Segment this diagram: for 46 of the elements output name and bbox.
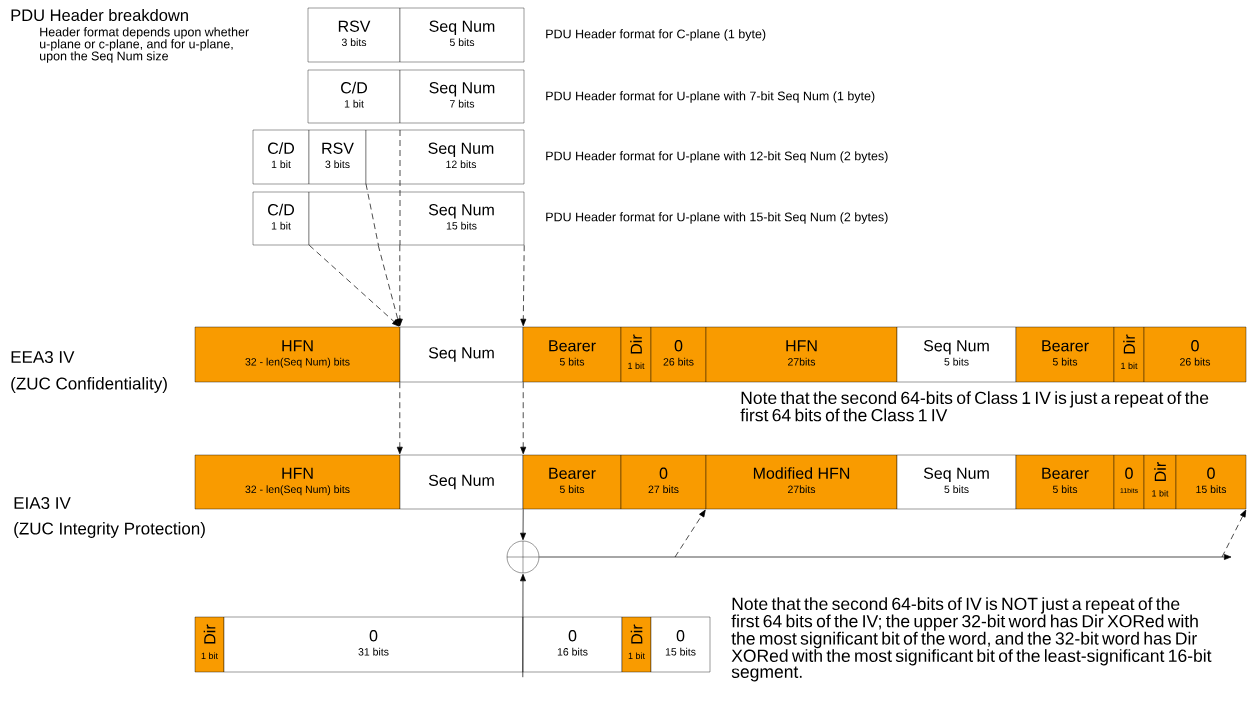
- note-text: Note that the second 64-bits of IV is NOT just a repeat of the first 64 bits of the IV; the upper 32-bit word has Dir XORed with the most significant bit of the word, and the 32-bit word has Dir XORed with the most significant bit of the least-significant 16-bit segment.: [731, 597, 1212, 682]
- field-cell: 0 15 bits: [650, 616, 711, 673]
- row-label: (ZUC Integrity Protection): [14, 522, 205, 538]
- xor-symbol: [506, 540, 540, 574]
- field-cell: RSV 3 bits: [307, 7, 401, 63]
- field-cell: HFN 32 - len(Seq Num) bits: [194, 454, 401, 510]
- row-label: (ZUC Confidentiality): [11, 377, 167, 393]
- field-cell: Seq Num 5 bits: [399, 7, 525, 63]
- field-cell: 0 27 bits: [620, 454, 707, 510]
- dashed-arrow: [520, 381, 527, 455]
- arrow: [520, 508, 526, 541]
- field-cell: C/D 1 bit: [307, 69, 401, 124]
- row-label: EIA3 IV: [14, 497, 71, 510]
- note-text: Header format depends upon whether u-plane or c-plane, and for u-plane, upon the Seq Num size: [40, 27, 249, 63]
- field-cell: Dir 1 bit: [1113, 326, 1145, 383]
- dashed-arrow: [1221, 509, 1247, 558]
- field-cell: Dir 1 bit: [620, 326, 652, 383]
- note-text: Note that the second 64-bits of Class 1 IV is just a repeat of the first 64 bits of the Class 1 IV: [740, 391, 1209, 422]
- field-cell: Dir 1 bit: [621, 616, 652, 673]
- field-cell: RSV 3 bits: [308, 129, 367, 185]
- row-label: EEA3 IV: [11, 351, 75, 364]
- field-cell: Bearer 5 bits: [522, 454, 622, 510]
- field-cell: Dir 1 bit: [194, 616, 225, 673]
- arrow: [538, 554, 1232, 560]
- field-cell: Seq Num: [399, 326, 524, 383]
- field-cell: 0 26 bits: [650, 326, 707, 383]
- arrow: [520, 573, 526, 678]
- format-description: PDU Header format for U-plane with 12-bit Seq Num (2 bytes): [546, 151, 888, 163]
- field-cell: Dir 1 bit: [1143, 454, 1177, 510]
- format-description: PDU Header format for U-plane with 7-bit Seq Num (1 byte): [546, 91, 875, 103]
- field-cell: Seq Num 7 bits: [399, 69, 525, 124]
- format-description: PDU Header format for C-plane (1 byte): [546, 29, 766, 41]
- field-cell: Seq Num 5 bits: [896, 326, 1017, 383]
- field-cell: 0 16 bits: [522, 616, 623, 673]
- field-cell: Seq Num: [399, 454, 524, 510]
- field-cell: C/D 1 bit: [252, 129, 310, 185]
- format-description: PDU Header format for U-plane with 15-bit Seq Num (2 bytes): [546, 212, 888, 224]
- dashed-arrow: [520, 244, 527, 327]
- field-cell: C/D 1 bit: [252, 191, 310, 246]
- dashed-arrow: [396, 381, 403, 455]
- dashed-arrow: [308, 244, 400, 327]
- heading: PDU Header breakdown: [11, 8, 188, 22]
- dashed-arrow: [396, 244, 403, 327]
- field-cell: HFN 32 - len(Seq Num) bits: [194, 326, 401, 383]
- dashed-arrow: [674, 509, 706, 558]
- field-cell: Seq Num 5 bits: [896, 454, 1017, 510]
